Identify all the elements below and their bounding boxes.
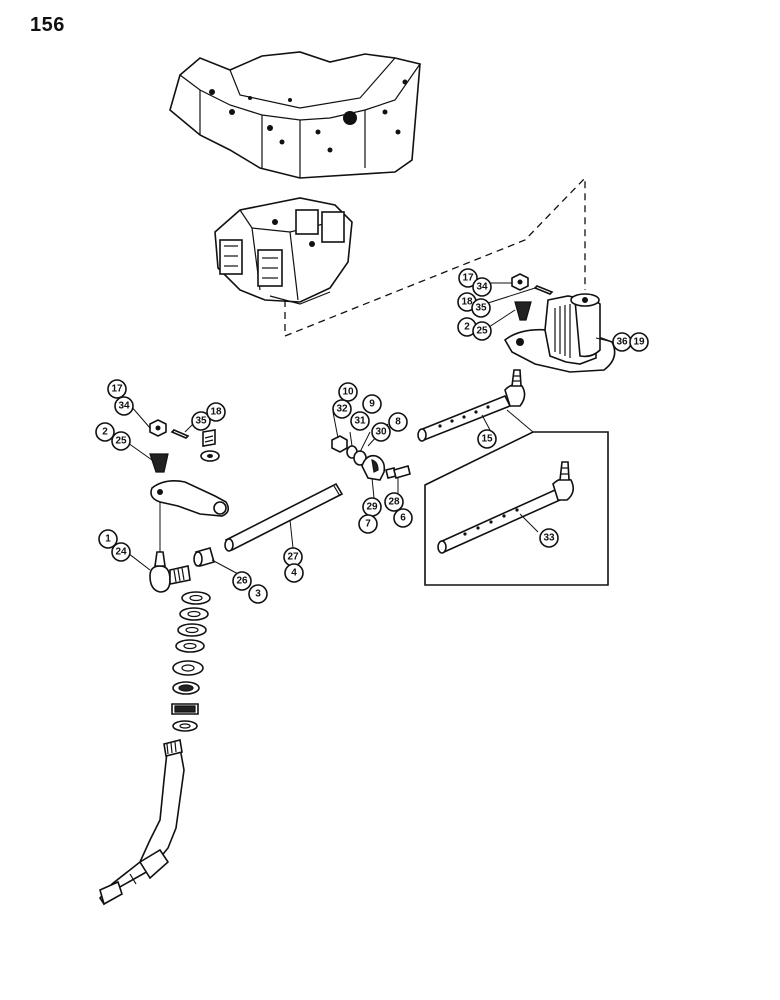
callout-1: 1 — [98, 529, 118, 549]
svg-text:30: 30 — [375, 427, 387, 438]
clamp-bolt — [385, 465, 411, 479]
svg-text:26: 26 — [236, 576, 248, 587]
svg-text:4: 4 — [291, 568, 297, 579]
callout-25-upper: 25 — [472, 321, 492, 341]
svg-text:17: 17 — [462, 273, 474, 284]
callout-4: 4 — [284, 563, 304, 583]
callout-17-upper: 17 — [458, 268, 478, 288]
clamp-sleeve — [193, 547, 215, 567]
svg-text:1: 1 — [105, 534, 111, 545]
callout-32: 32 — [332, 399, 352, 419]
svg-text:31: 31 — [354, 416, 366, 427]
svg-text:36: 36 — [616, 337, 628, 348]
left-tie-rod-end — [149, 551, 191, 593]
callout-26: 26 — [232, 571, 252, 591]
callout-35-left: 35 — [191, 411, 211, 431]
steering-arm — [503, 293, 616, 373]
svg-text:7: 7 — [365, 519, 371, 530]
tractor-frame — [169, 51, 421, 179]
arm-bolt — [202, 429, 216, 447]
svg-text:25: 25 — [476, 326, 488, 337]
callout-9: 9 — [362, 394, 382, 414]
callout-17-left: 17 — [107, 379, 127, 399]
tie-rod-15 — [417, 369, 526, 442]
callout-10: 10 — [338, 382, 358, 402]
tie-rod-33 — [437, 461, 575, 554]
svg-text:34: 34 — [118, 401, 130, 412]
svg-text:35: 35 — [475, 303, 487, 314]
svg-text:18: 18 — [210, 407, 222, 418]
steering-gear-box — [214, 197, 353, 305]
svg-text:9: 9 — [369, 399, 375, 410]
svg-text:34: 34 — [476, 282, 488, 293]
svg-text:27: 27 — [287, 552, 299, 563]
callout-7: 7 — [358, 514, 378, 534]
callout-18-left: 18 — [206, 402, 226, 422]
callout-33: 33 — [539, 528, 559, 548]
svg-text:17: 17 — [111, 384, 123, 395]
svg-text:3: 3 — [255, 589, 261, 600]
tie-rod-tube — [224, 482, 344, 552]
callout-35-upper: 35 — [471, 298, 491, 318]
arm-nut — [511, 273, 529, 291]
svg-text:2: 2 — [464, 322, 470, 333]
svg-text:6: 6 — [400, 513, 406, 524]
svg-text:35: 35 — [195, 416, 207, 427]
svg-text:18: 18 — [461, 297, 473, 308]
svg-text:33: 33 — [543, 533, 555, 544]
callout-34-upper: 34 — [472, 277, 492, 297]
arm-cotter-pin — [533, 285, 554, 295]
svg-text:29: 29 — [366, 502, 378, 513]
svg-text:19: 19 — [633, 337, 645, 348]
callout-31: 31 — [350, 411, 370, 431]
callout-30: 30 — [371, 422, 391, 442]
assembly-guide-line — [284, 176, 586, 337]
svg-text:15: 15 — [481, 434, 493, 445]
svg-text:24: 24 — [115, 547, 127, 558]
svg-text:32: 32 — [336, 404, 348, 415]
callout-6: 6 — [393, 508, 413, 528]
spindle-arm — [150, 480, 230, 517]
clamp-nut — [331, 435, 348, 453]
tie-rod-clamp — [361, 454, 386, 481]
svg-text:28: 28 — [388, 497, 400, 508]
callout-19: 19 — [629, 332, 649, 352]
callout-36: 36 — [612, 332, 632, 352]
callout-8: 8 — [388, 412, 408, 432]
arm-rubber-seal — [514, 301, 532, 321]
callout-24: 24 — [111, 542, 131, 562]
spindle — [98, 739, 185, 906]
left-cotter-pin — [170, 429, 190, 439]
left-rubber-seal — [149, 453, 169, 473]
callout-2-left: 2 — [95, 422, 115, 442]
svg-text:2: 2 — [102, 427, 108, 438]
svg-text:10: 10 — [342, 387, 354, 398]
callout-28: 28 — [384, 492, 404, 512]
bearing-stack — [171, 591, 211, 732]
callout-25-left: 25 — [111, 431, 131, 451]
callout-34-left: 34 — [114, 396, 134, 416]
callout-3: 3 — [248, 584, 268, 604]
page-number: 156 — [30, 14, 65, 36]
callout-15: 15 — [477, 429, 497, 449]
svg-text:8: 8 — [395, 417, 401, 428]
svg-text:25: 25 — [115, 436, 127, 447]
callout-29: 29 — [362, 497, 382, 517]
